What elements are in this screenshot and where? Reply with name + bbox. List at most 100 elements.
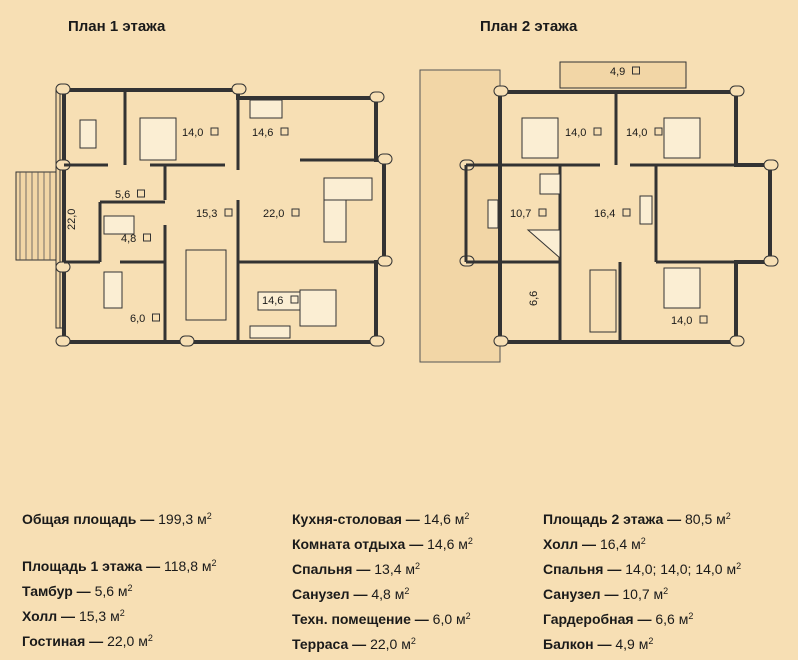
spec-value: 22,0 (370, 636, 398, 652)
plan2-room-area-label: 14,0 (565, 127, 586, 139)
spec-value: 4,9 (615, 636, 635, 652)
spec-unit: м (458, 536, 468, 552)
spec-row: Тамбур — 5,6 м2 (22, 583, 133, 599)
spec-name: Санузел (292, 586, 350, 602)
spec-row: Санузел — 4,8 м2 (292, 586, 410, 602)
spec-value: 14,6 (423, 511, 451, 527)
spec-name: Спальня (292, 561, 353, 577)
specs-column-1: Общая площадь — 199,3 м2 Площадь 1 этажа … (22, 505, 217, 652)
spec-unit: м (394, 586, 405, 602)
spec-unit-sup: 2 (725, 511, 731, 521)
spec-unit: м (631, 536, 641, 552)
area-marker-icon (291, 208, 300, 217)
spec-row: Техн. помещение — 6,0 м2 (292, 611, 471, 627)
spec-unit: м (716, 511, 726, 527)
spec-unit: м (138, 633, 148, 649)
spec-row: Балкон — 4,9 м2 (543, 636, 654, 652)
spec-unit-sup: 2 (415, 561, 421, 571)
spec-unit-sup: 2 (663, 586, 669, 596)
spec-unit-sup: 2 (206, 511, 212, 521)
spec-unit-sup: 2 (736, 561, 742, 571)
plan2-room-area-label: 14,0 (671, 315, 692, 327)
spec-value: 199,3 (158, 511, 194, 527)
floor-plans-drawing: 14,014,65,615,322,04,814,66,022,0 4,914,… (15, 61, 779, 363)
plan2-room-area-label: 16,4 (594, 208, 615, 220)
spec-row: Холл — 15,3 м2 (22, 608, 125, 624)
spec-name: Площадь 1 этажа (22, 558, 143, 574)
spec-value: 14,0; 14,0; 14,0 (625, 561, 723, 577)
spec-row: Кухня-столовая — 14,6 м2 (292, 511, 470, 527)
area-marker-icon (152, 313, 160, 322)
plan1-room-area-label: 14,0 (182, 127, 203, 139)
spec-value: 13,4 (374, 561, 402, 577)
spec-unit-sup: 2 (119, 608, 125, 618)
spec-value: 10,7 (622, 586, 650, 602)
spec-unit-sup: 2 (640, 536, 646, 546)
plan-2-drawing (419, 61, 779, 363)
spec-name: Общая площадь (22, 511, 137, 527)
spec-unit: м (638, 636, 649, 652)
spec-name: Холл (543, 536, 579, 552)
spec-name: Спальня (543, 561, 604, 577)
plan1-room-area-label: 22,0 (263, 208, 284, 220)
area-marker-icon (280, 127, 289, 136)
plan-1-title: План 1 этажа (68, 18, 166, 35)
spec-row: Гостиная — 22,0 м2 (22, 633, 153, 649)
spec-value: 15,3 (78, 608, 107, 624)
spec-name: Площадь 2 этажа (543, 511, 664, 527)
spec-row: Общая площадь — 199,3 м2 (22, 511, 212, 527)
spec-unit: м (117, 583, 128, 599)
spec-value: 16,4 (599, 536, 628, 552)
spec-row: Гардеробная — 6,6 м2 (543, 611, 694, 627)
spec-unit-sup: 2 (127, 583, 133, 593)
spec-unit-sup: 2 (648, 636, 654, 646)
plan1-room-area-label: 5,6 (115, 189, 130, 201)
spec-value: 4,8 (371, 586, 391, 602)
spec-unit-sup: 2 (147, 633, 153, 643)
spec-unit: м (110, 608, 120, 624)
plan2-room-area-label: 4,9 (610, 66, 625, 78)
plan1-room-area-label: 4,8 (121, 233, 136, 245)
spec-unit: м (456, 611, 466, 627)
spec-unit-sup: 2 (464, 511, 470, 521)
spec-row: Спальня — 14,0; 14,0; 14,0 м2 (543, 561, 742, 577)
spec-row: Площадь 1 этажа — 118,8 м2 (22, 558, 217, 574)
spec-value: 80,5 (685, 511, 713, 527)
spec-unit-sup: 2 (404, 586, 410, 596)
plan1-room-area-label: 14,6 (262, 295, 283, 307)
spec-value: 6,0 (432, 611, 453, 627)
area-marker-icon (632, 66, 640, 75)
spec-unit: м (454, 511, 465, 527)
spec-name: Комната отдыха (292, 536, 406, 552)
plan-1-drawing (15, 83, 393, 347)
area-marker-icon (290, 295, 299, 304)
specs-column-3: Площадь 2 этажа — 80,5 м2 Холл — 16,4 м2 С… (543, 505, 741, 655)
spec-name: Техн. помещение (292, 611, 411, 627)
plan1-room-area-label: 15,3 (196, 208, 217, 220)
plan2-room-area-label: 10,7 (510, 208, 531, 220)
plan-2-title: План 2 этажа (480, 18, 578, 35)
spacer (22, 530, 217, 552)
plan1-room-area-label: 22,0 (66, 209, 78, 230)
area-marker-icon (210, 127, 219, 136)
area-marker-icon (699, 315, 708, 324)
area-marker-icon (137, 189, 145, 198)
area-marker-icon (593, 127, 602, 136)
area-marker-icon (622, 208, 631, 217)
spec-value: 14,6 (427, 536, 455, 552)
spec-row: Спальня — 13,4 м2 (292, 561, 421, 577)
spec-unit: м (653, 586, 664, 602)
plan2-room-area-label: 14,0 (626, 127, 647, 139)
spec-row: Холл — 16,4 м2 (543, 536, 646, 552)
plan1-room-area-label: 14,6 (252, 127, 273, 139)
spec-unit: м (197, 511, 207, 527)
spec-unit: м (726, 561, 737, 577)
area-marker-icon (538, 208, 547, 217)
spec-unit-sup: 2 (465, 611, 471, 621)
spec-row: Площадь 2 этажа — 80,5 м2 (543, 511, 731, 527)
area-marker-icon (654, 127, 663, 136)
spec-unit: м (678, 611, 689, 627)
spec-name: Кухня-столовая (292, 511, 402, 527)
